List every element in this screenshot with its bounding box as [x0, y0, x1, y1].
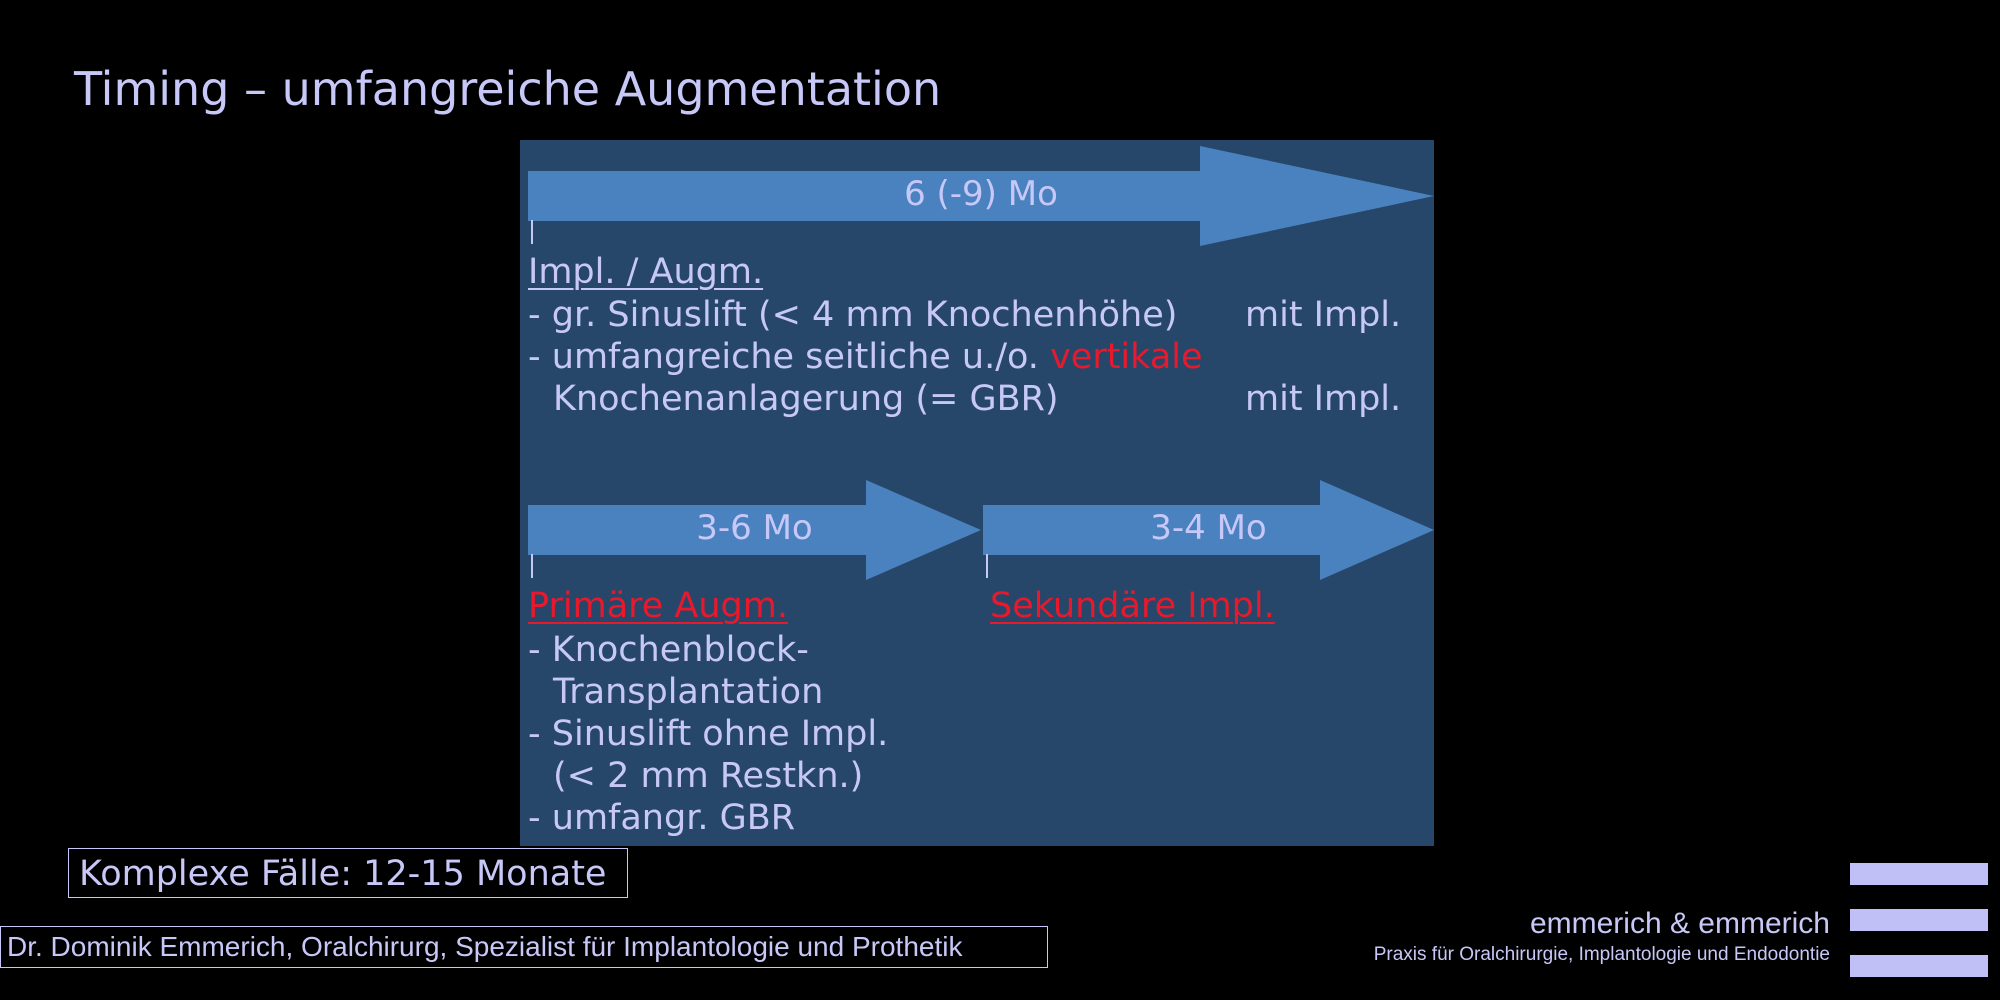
list-item: - Sinuslift ohne Impl.	[528, 714, 889, 754]
text-mit-impl-1: mit Impl.	[1245, 295, 1402, 335]
text-augmentation-prefix: - umfangreiche seitliche u./o.	[528, 337, 1039, 377]
logo-bar-icon	[1850, 863, 1988, 885]
summary-box: Komplexe Fälle: 12-15 Monate	[68, 848, 628, 898]
heading-sekundaere-impl: Sekundäre Impl.	[990, 586, 1275, 626]
arrow-total-duration: 6 (-9) Mo	[528, 146, 1434, 246]
text-mit-impl-2: mit Impl.	[1245, 379, 1402, 419]
text-vertikale: vertikale	[1050, 337, 1203, 377]
logo-bar-icon	[1850, 909, 1988, 931]
slide-title: Timing – umfangreiche Augmentation	[74, 62, 942, 116]
brand-block: emmerich & emmerich Praxis für Oralchiru…	[1374, 906, 1830, 968]
arrow-total-label: 6 (-9) Mo	[904, 174, 1058, 214]
arrow-secondary-label: 3-4 Mo	[1150, 508, 1267, 548]
heading-primaere-augm: Primäre Augm.	[528, 586, 788, 626]
text-sinuslift: - gr. Sinuslift (< 4 mm Knochenhöhe)	[528, 295, 1178, 335]
list-item: - umfangr. GBR	[528, 798, 796, 838]
arrow-primary-label: 3-6 Mo	[696, 508, 813, 548]
brand-name: emmerich & emmerich	[1529, 907, 1830, 940]
list-item: - Knochenblock-	[528, 630, 809, 670]
section-heading-impl-augm: Impl. / Augm.	[528, 252, 764, 292]
arrow-primary-augmentation: 3-6 Mo	[528, 480, 981, 580]
brand-tagline: Praxis für Oralchirurgie, Implantologie …	[1373, 944, 1830, 965]
logo-bar-icon	[1850, 955, 1988, 977]
list-item: Transplantation	[553, 672, 824, 712]
start-tick	[531, 220, 533, 244]
secondary-start-tick	[986, 554, 988, 578]
arrow-secondary-implant: 3-4 Mo	[983, 480, 1434, 580]
text-knochenanlagerung: Knochenanlagerung (= GBR)	[553, 379, 1059, 419]
list-item: (< 2 mm Restkn.)	[553, 756, 864, 796]
timeline-panel: 6 (-9) Mo Impl. / Augm. - gr. Sinuslift …	[520, 140, 1434, 846]
primary-start-tick	[531, 554, 533, 578]
text-augmentation-line: - umfangreiche seitliche u./o. vertikale	[528, 336, 1203, 378]
author-footer: Dr. Dominik Emmerich, Oralchirurg, Spezi…	[0, 926, 1048, 968]
